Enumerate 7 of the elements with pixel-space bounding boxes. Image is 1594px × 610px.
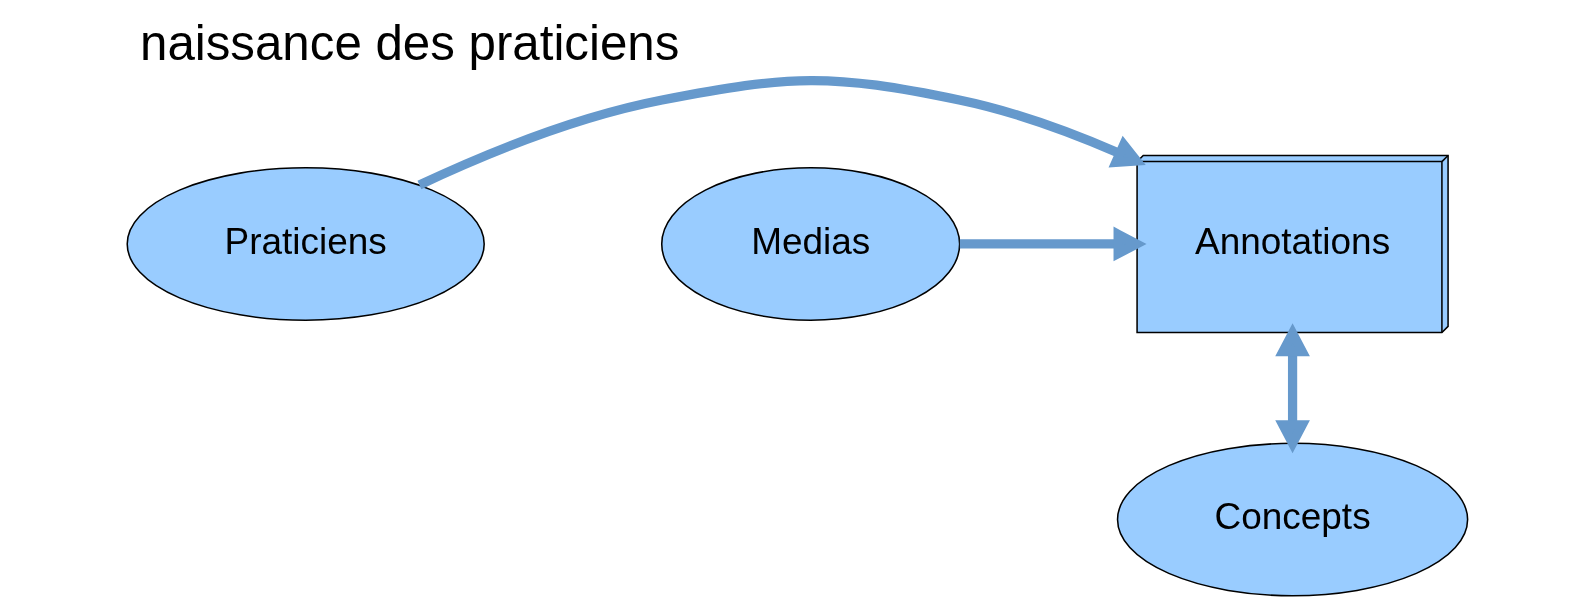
node-ellipse: Concepts <box>1116 442 1468 597</box>
arrow <box>959 226 1147 262</box>
node-ellipse: Praticiens <box>125 167 485 321</box>
diagram-title: naissance des praticiens <box>139 14 679 70</box>
node-ellipse: Medias <box>660 167 960 321</box>
arrow <box>417 76 1146 190</box>
arrow <box>1274 323 1310 454</box>
